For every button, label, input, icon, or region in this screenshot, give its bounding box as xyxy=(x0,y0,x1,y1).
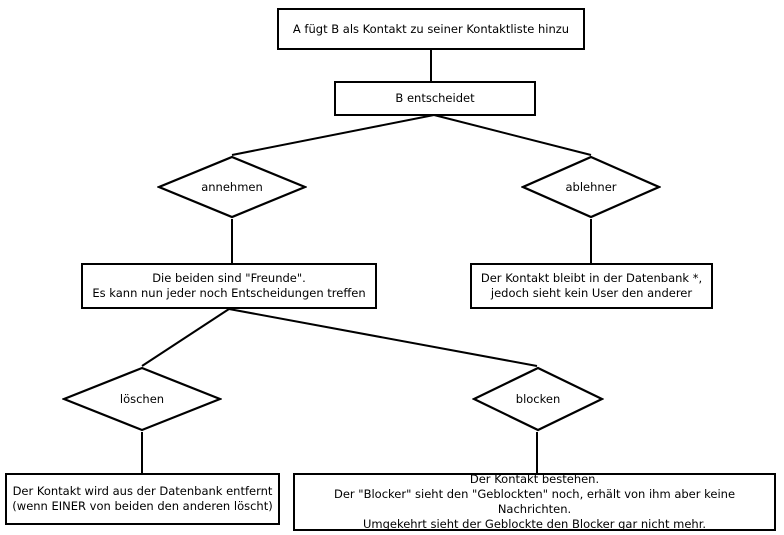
edge-decision-to-annehmen xyxy=(231,114,435,156)
node-entfernt[interactable]: Der Kontakt wird aus der Datenbank entfe… xyxy=(5,473,280,525)
diamond-shape-annehmen xyxy=(157,155,307,219)
node-bleibt-datenbank-label: Der Kontakt bleibt in der Datenbank *, j… xyxy=(480,271,703,300)
node-start[interactable]: A fügt B als Kontakt zu seiner Kontaktli… xyxy=(277,8,585,50)
edge-freunde-to-loeschen xyxy=(141,308,230,367)
node-annehmen-label: annehmen xyxy=(201,180,263,194)
node-ablehner-label: ablehner xyxy=(565,180,617,194)
node-decision-b[interactable]: B entscheidet xyxy=(334,81,536,116)
node-besteht[interactable]: Der Kontakt bestehen. Der "Blocker" sieh… xyxy=(293,472,776,531)
node-blocken[interactable]: blocken xyxy=(472,366,604,432)
node-ablehner[interactable]: ablehner xyxy=(521,155,661,219)
diamond-shape-loeschen xyxy=(62,366,222,432)
node-start-label: A fügt B als Kontakt zu seiner Kontaktli… xyxy=(292,21,570,36)
node-freunde[interactable]: Die beiden sind "Freunde". Es kann nun j… xyxy=(81,263,377,309)
node-entfernt-label: Der Kontakt wird aus der Datenbank entfe… xyxy=(12,484,273,513)
diamond-shape-blocken xyxy=(472,366,604,432)
node-freunde-label: Die beiden sind "Freunde". Es kann nun j… xyxy=(92,271,366,300)
edge-decision-to-ablehner xyxy=(433,114,592,156)
node-loeschen[interactable]: löschen xyxy=(62,366,222,432)
edge-freunde-to-blocken xyxy=(228,308,538,367)
node-decision-b-label: B entscheidet xyxy=(395,91,475,105)
diamond-shape-ablehner xyxy=(521,155,661,219)
node-bleibt-datenbank[interactable]: Der Kontakt bleibt in der Datenbank *, j… xyxy=(470,263,713,309)
node-blocken-label: blocken xyxy=(515,392,561,406)
node-besteht-label: Der Kontakt bestehen. Der "Blocker" sieh… xyxy=(333,472,736,531)
node-loeschen-label: löschen xyxy=(119,392,165,406)
node-annehmen[interactable]: annehmen xyxy=(157,155,307,219)
